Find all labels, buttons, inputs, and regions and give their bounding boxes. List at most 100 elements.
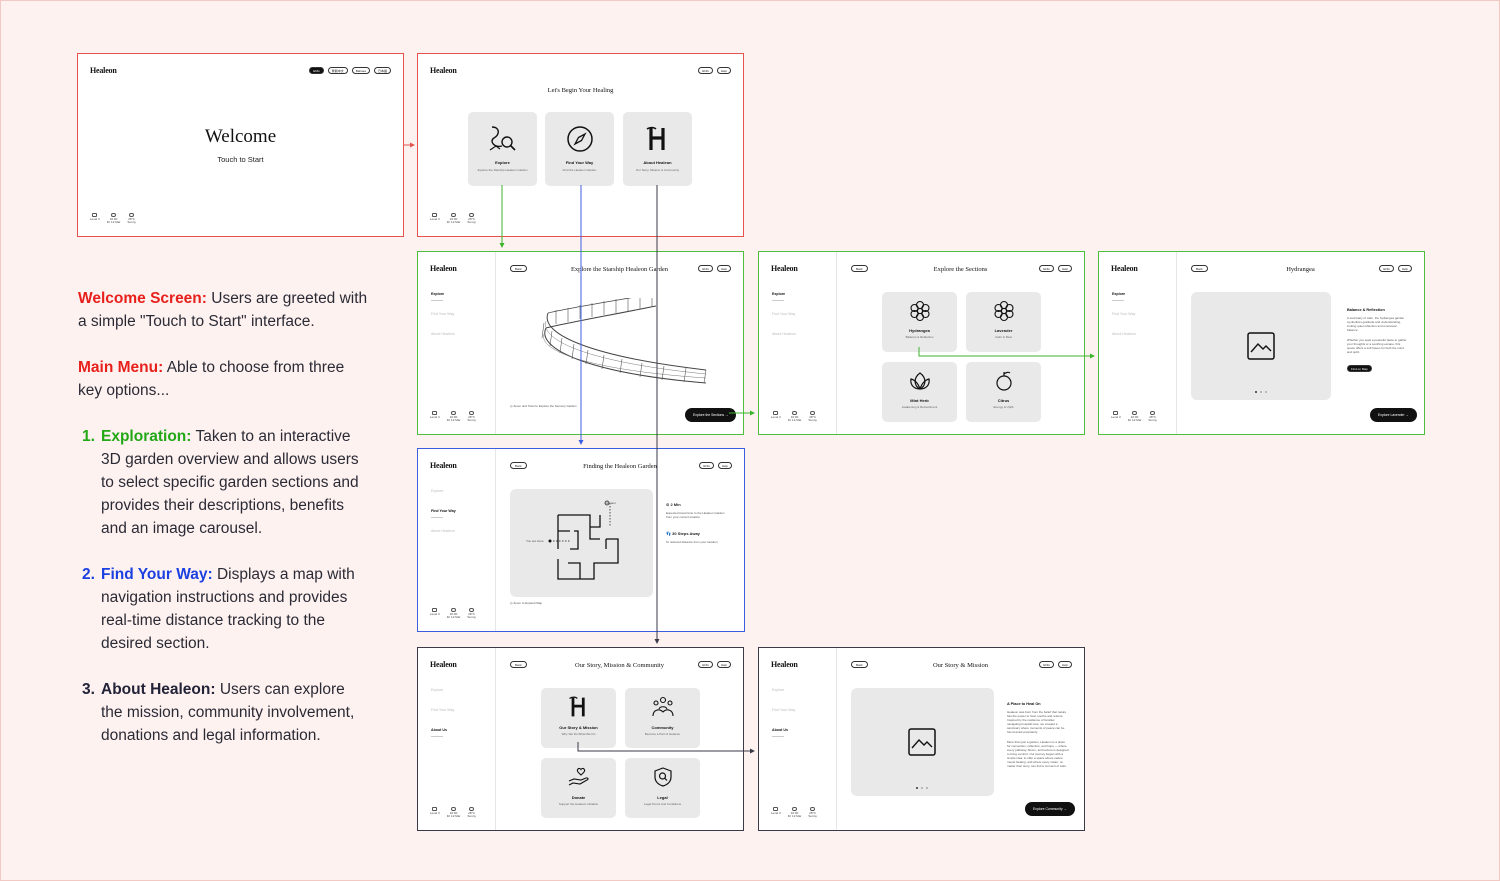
sidebar: Healeon Explore Find Your Way About Heal…: [418, 252, 496, 434]
clock-icon: [451, 212, 457, 217]
explore-hint: ◎ Zoom and Twist to Explore the Sensory …: [510, 404, 577, 408]
language-button[interactable]: ENG: [1379, 265, 1394, 272]
lang-button-japanese[interactable]: 日本語: [373, 67, 391, 74]
back-button[interactable]: Back: [1191, 265, 1208, 272]
language-button[interactable]: ENG: [698, 661, 713, 668]
steps-away: 👣 30 Steps Away: [666, 531, 700, 536]
explore-sections-button[interactable]: Explore the Sections →: [685, 408, 737, 422]
menu-card-find-your-way[interactable]: Find Your Way Find the Healeon Garden: [545, 112, 614, 186]
back-button[interactable]: Back: [510, 462, 527, 469]
carousel-dots: [916, 787, 928, 789]
menu-card-about-healeon[interactable]: About Healeon Our Story, Mission & Commu…: [623, 112, 692, 186]
option-number: 2.: [82, 566, 95, 583]
clock-icon: [1132, 410, 1138, 415]
lang-button-bahasa[interactable]: Bahasa: [351, 67, 370, 74]
language-button[interactable]: ENG: [698, 67, 713, 74]
image-carousel[interactable]: [1191, 292, 1331, 400]
sidebar-item-explore[interactable]: Explore: [431, 688, 444, 692]
elevator-label: Elevator: [605, 501, 617, 505]
card-subtitle: Find the Healeon Garden: [562, 168, 597, 172]
flower-icon: [909, 300, 930, 322]
sidebar-item-find-your-way[interactable]: Find Your Way: [772, 312, 796, 316]
language-selector: ENG 繁體中文 Bahasa 日本語: [309, 67, 391, 74]
touch-to-start[interactable]: Touch to Start: [217, 155, 264, 164]
carousel-dots: [1255, 391, 1267, 393]
menu-description: Main Menu: Able to choose from three key…: [78, 356, 368, 402]
card-subtitle: Balance & Reflection: [905, 335, 934, 339]
sidebar-item-about[interactable]: About Healeon: [1112, 332, 1136, 336]
card-title: Find Your Way: [565, 160, 594, 165]
card-subtitle: Energy & Uplift: [993, 405, 1014, 409]
section-card-hydrangea[interactable]: Hydrangea Balance & Reflection: [882, 292, 957, 352]
card-subtitle: Legal Terms and Conditions: [643, 802, 682, 806]
section-card-lavender[interactable]: Lavender Calm & Rest: [966, 292, 1041, 352]
sun-icon: [1150, 410, 1156, 415]
back-button[interactable]: Back: [851, 265, 868, 272]
help-button[interactable]: Help: [716, 661, 731, 668]
menu-card-explore[interactable]: Explore Explore the Starship Healeon Gar…: [468, 112, 537, 186]
help-button[interactable]: Help: [1057, 265, 1072, 272]
lang-button-chinese[interactable]: 繁體中文: [327, 67, 348, 74]
healeon-logo: Healeon: [430, 264, 457, 273]
image-carousel[interactable]: [851, 688, 994, 796]
3d-garden-model[interactable]: [526, 298, 726, 398]
language-button[interactable]: ENG: [1039, 265, 1054, 272]
language-button[interactable]: ENG: [699, 462, 714, 469]
clock-icon: [792, 806, 798, 811]
back-button[interactable]: Back: [510, 265, 527, 272]
about-card-community[interactable]: Community Become a Part of Healeon: [625, 688, 700, 748]
sidebar-item-find-your-way[interactable]: Find Your Way: [431, 509, 456, 518]
back-button[interactable]: Back: [510, 661, 527, 668]
map-icon: [432, 410, 438, 415]
about-card-donate[interactable]: Donate Support the Healeon Initiative: [541, 758, 616, 818]
help-button[interactable]: Help: [1057, 661, 1072, 668]
about-card-legal[interactable]: Legal Legal Terms and Conditions: [625, 758, 700, 818]
language-button[interactable]: ENG: [698, 265, 713, 272]
floor-plan-graphic: [548, 500, 619, 580]
sidebar-item-about[interactable]: About Healeon: [772, 332, 796, 336]
sidebar-item-explore[interactable]: Explore: [1112, 292, 1136, 301]
back-button[interactable]: Back: [851, 661, 868, 668]
sidebar-item-about-us[interactable]: About Us: [431, 728, 454, 737]
section-card-mint-herb[interactable]: Mint Herb Awakening & Refreshment: [882, 362, 957, 422]
card-title: Hydrangea: [909, 328, 930, 333]
find-on-map-button[interactable]: Find on Map: [1347, 365, 1372, 372]
clock-icon: [451, 410, 457, 415]
sidebar-item-find-your-way[interactable]: Find Your Way: [1112, 312, 1136, 316]
find-your-way-frame: Healeon Explore Find Your Way About Heal…: [417, 448, 745, 632]
sidebar-item-about-us[interactable]: About Us: [772, 728, 795, 737]
help-button[interactable]: Help: [716, 265, 731, 272]
map-icon: [432, 806, 438, 811]
help-button[interactable]: Help: [716, 67, 731, 74]
sidebar-item-find-your-way[interactable]: Find Your Way: [431, 312, 455, 316]
about-frame: Healeon Explore Find Your Way About Us L…: [417, 647, 744, 831]
sidebar-item-about[interactable]: About Healeon: [431, 529, 455, 533]
sidebar-item-explore[interactable]: Explore: [431, 489, 444, 493]
sun-icon: [469, 607, 475, 612]
card-title: Mint Herb: [910, 398, 929, 403]
frame-title: Explore the Starship Healeon Garden: [570, 266, 669, 273]
sidebar-item-explore[interactable]: Explore: [772, 292, 796, 301]
healeon-logo: Healeon: [90, 66, 117, 75]
floor-map[interactable]: Elevator You are Here: [510, 489, 653, 597]
healeon-logo: Healeon: [430, 66, 457, 75]
explore-community-button[interactable]: Explore Community →: [1025, 802, 1075, 816]
help-button[interactable]: Help: [1397, 265, 1412, 272]
language-button[interactable]: ENG: [1039, 661, 1054, 668]
welcome-screen-frame: Healeon ENG 繁體中文 Bahasa 日本語 Welcome Touc…: [77, 53, 404, 237]
explore-lavender-button[interactable]: Explore Lavender →: [1370, 408, 1417, 422]
lang-button-eng[interactable]: ENG: [309, 67, 324, 74]
sidebar-item-explore[interactable]: Explore: [431, 292, 455, 301]
option-number: 1.: [82, 428, 95, 445]
section-card-citrus[interactable]: Citrus Energy & Uplift: [966, 362, 1041, 422]
sidebar-item-find-your-way[interactable]: Find Your Way: [772, 708, 796, 712]
sidebar-item-explore[interactable]: Explore: [772, 688, 785, 692]
sidebar-item-find-your-way[interactable]: Find Your Way: [431, 708, 455, 712]
help-button[interactable]: Help: [717, 462, 732, 469]
about-card-story[interactable]: Our Story & Mission Why We Do What We Do: [541, 688, 616, 748]
sun-icon: [469, 212, 475, 217]
sidebar-item-about[interactable]: About Healeon: [431, 332, 455, 336]
card-subtitle: Why We Do What We Do: [561, 732, 596, 736]
welcome-heading: Welcome Screen:: [78, 290, 207, 307]
